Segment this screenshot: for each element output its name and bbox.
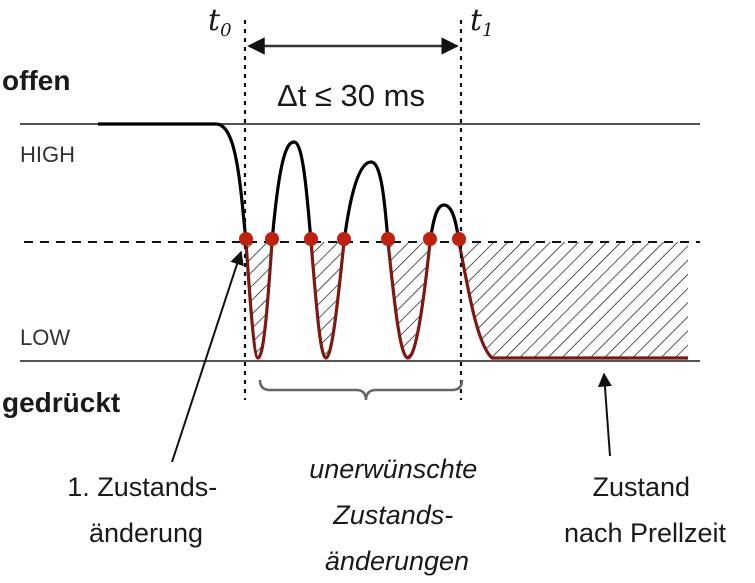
t1-label: t1 (470, 3, 494, 41)
open-label: offen (2, 65, 70, 96)
signal-low-final (457, 241, 688, 360)
crossing-dot (265, 232, 279, 246)
hatch-region-final (459, 242, 688, 358)
first-change-arrow (171, 250, 244, 463)
unwanted-changes-brace (258, 379, 464, 401)
signal-high-bounce-1 (270, 140, 313, 243)
crossing-dot (304, 232, 318, 246)
signal-low-dip-2 (309, 241, 346, 360)
t0-label: t0 (208, 3, 232, 41)
final-state-note: Zustand nach Prellzeit (564, 472, 727, 548)
final-state-arrow (597, 372, 612, 457)
signal-high-bounce-3 (428, 203, 461, 243)
crossing-dot (423, 232, 437, 246)
crossing-dot (381, 232, 395, 246)
pressed-label: gedrückt (2, 387, 120, 418)
signal-high-start (98, 122, 248, 243)
low-label: LOW (20, 325, 70, 350)
signal-low-dip-1 (244, 241, 274, 360)
signal-low-dip-3 (386, 241, 432, 360)
crossing-dot (239, 232, 253, 246)
first-change-note: 1. Zustands- änderung (67, 472, 225, 548)
high-label: HIGH (20, 142, 75, 167)
signal-high-bounce-2 (342, 160, 390, 243)
crossing-dot (452, 232, 466, 246)
crossing-dot (337, 232, 351, 246)
unwanted-changes-note: unerwünschte Zustands- änderungen (309, 454, 485, 576)
hatch-region-1 (246, 242, 272, 358)
duration-label: Δt ≤ 30 ms (277, 78, 425, 113)
